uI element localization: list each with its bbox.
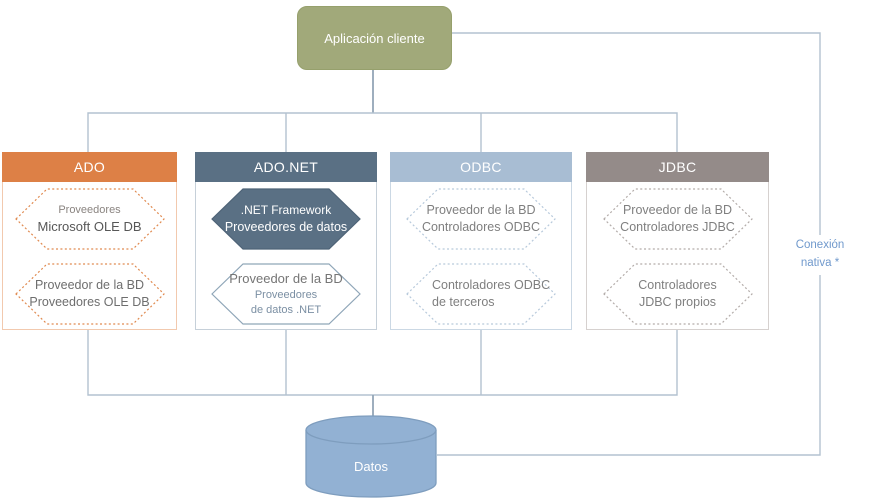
column-ado-header: ADO xyxy=(2,152,177,182)
cylinder-shape xyxy=(305,415,437,498)
hex-line: JDBC propios xyxy=(638,295,717,309)
hex-line: Proveedor de la BD xyxy=(34,278,145,293)
hex-line: Controladores xyxy=(638,278,717,293)
data-store-label: Datos xyxy=(354,459,388,474)
hexagon-outline xyxy=(406,263,556,325)
hexagon-filled xyxy=(211,188,361,250)
hex-line: Proveedores xyxy=(254,288,318,301)
column-ado: ADO Proveedores Microsoft OLE DB Proveed… xyxy=(2,152,177,330)
column-odbc-title: ODBC xyxy=(460,159,502,175)
hex-line: Proveedores de datos xyxy=(224,219,348,234)
column-adonet: ADO.NET .NET Framework Proveedores de da… xyxy=(195,152,377,330)
hex-line: Proveedores OLE DB xyxy=(29,295,150,309)
jdbc-hex-own-jdbc-drivers: Controladores JDBC propios xyxy=(602,263,753,325)
column-jdbc-header: JDBC xyxy=(586,152,769,182)
odbc-hex-bd-odbc-drivers: Proveedor de la BD Controladores ODBC xyxy=(406,188,556,250)
client-application-box: Aplicación cliente xyxy=(297,6,452,70)
hex-line: de terceros xyxy=(432,295,495,309)
ado-hex-microsoft-ole-db-providers: Proveedores Microsoft OLE DB xyxy=(14,188,165,250)
column-odbc: ODBC Proveedor de la BD Controladores OD… xyxy=(390,152,572,330)
hex-line: Proveedor de la BD xyxy=(622,203,733,218)
native-connection-line1: Conexión xyxy=(795,239,845,251)
hex-line: Controladores JDBC xyxy=(620,220,735,234)
column-jdbc-title: JDBC xyxy=(658,159,697,175)
hexagon-outline xyxy=(211,263,361,325)
column-adonet-title: ADO.NET xyxy=(253,159,319,175)
hex-line: Proveedor de la BD xyxy=(229,271,343,287)
adonet-hex-net-framework-data-providers: .NET Framework Proveedores de datos xyxy=(211,188,361,250)
column-adonet-body: .NET Framework Proveedores de datos Prov… xyxy=(195,182,377,330)
column-odbc-header: ODBC xyxy=(390,152,572,182)
client-application-label: Aplicación cliente xyxy=(324,30,425,46)
hex-line: .NET Framework xyxy=(240,203,332,218)
column-odbc-body: Proveedor de la BD Controladores ODBC Co… xyxy=(390,182,572,330)
hex-line: Controladores ODBC xyxy=(421,220,541,234)
hex-line: Proveedores xyxy=(58,203,121,216)
hex-line: Microsoft OLE DB xyxy=(37,218,142,234)
hexagon-outline xyxy=(602,263,753,325)
column-jdbc-body: Proveedor de la BD Controladores JDBC Co… xyxy=(586,182,769,330)
jdbc-hex-bd-jdbc-drivers: Proveedor de la BD Controladores JDBC xyxy=(602,188,753,250)
hexagon-outline xyxy=(14,263,165,325)
data-store-cylinder: Datos xyxy=(305,415,437,499)
hexagon-outline xyxy=(14,188,165,250)
ado-hex-bd-ole-db-providers: Proveedor de la BD Proveedores OLE DB xyxy=(14,263,165,325)
hex-line: Controladores ODBC xyxy=(432,278,551,293)
column-adonet-header: ADO.NET xyxy=(195,152,377,182)
column-jdbc: JDBC Proveedor de la BD Controladores JD… xyxy=(586,152,769,330)
hexagon-outline xyxy=(602,188,753,250)
native-connection-label: Conexión nativa * xyxy=(782,235,858,275)
hex-line: Proveedor de la BD xyxy=(426,203,536,218)
hexagon-outline xyxy=(406,188,556,250)
column-ado-title: ADO xyxy=(73,159,106,175)
hex-line: de datos .NET xyxy=(250,303,322,316)
odbc-hex-third-party-odbc-drivers: Controladores ODBC de terceros xyxy=(406,263,556,325)
adonet-hex-bd-net-data-providers: Proveedor de la BD Proveedores de datos … xyxy=(211,263,361,325)
native-connection-line2: nativa * xyxy=(800,256,840,269)
column-ado-body: Proveedores Microsoft OLE DB Proveedor d… xyxy=(2,182,177,330)
